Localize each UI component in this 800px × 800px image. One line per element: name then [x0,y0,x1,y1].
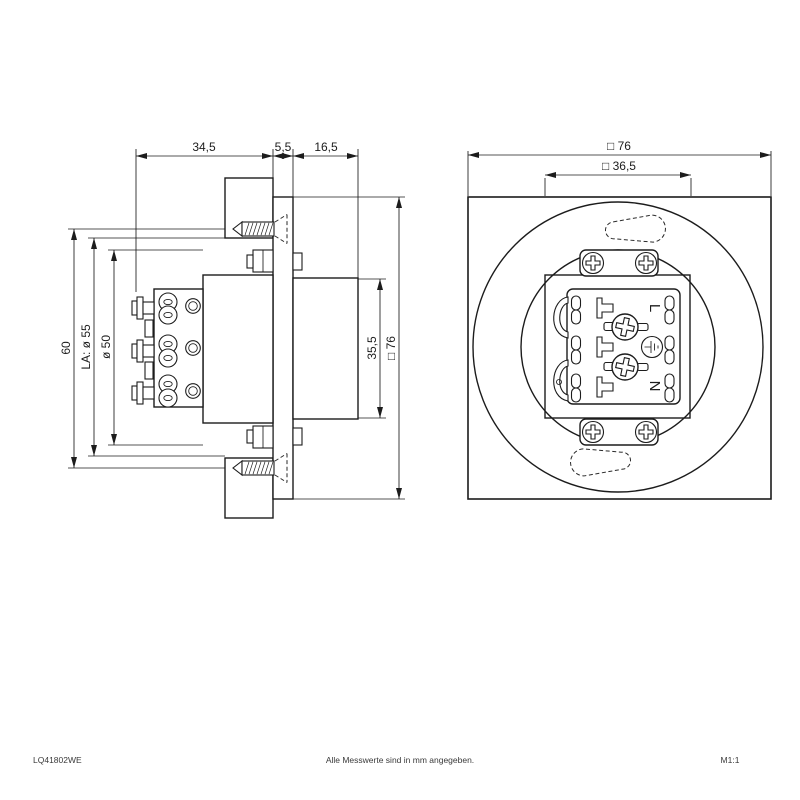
screw-threads [244,222,274,236]
dim-label-recess-diameter: ø 50 [99,335,113,359]
terminal-label-neutral: N [646,381,663,392]
ground-terminal [640,335,664,359]
front-view: L N □ 76 □ 36,5 [467,139,772,500]
terminal-screw-upper [603,313,649,341]
mounting-screw-bottom [232,453,288,483]
dim-label-inner-size: □ 36,5 [602,159,636,173]
release-lever-bottom [553,359,569,402]
dimension-lines-side: 34,5 5,5 16,5 60 LA: ø 55 ø 50 35,5 □ 76 [59,140,405,500]
cover-plate-side [272,196,294,500]
side-view: 34,5 5,5 16,5 60 LA: ø 55 ø 50 35,5 □ 76 [59,140,405,519]
units-note: Alle Messwerte sind in mm angegeben. [326,755,474,765]
dim-label-hole-circle: LA: ø 55 [79,324,93,370]
terminal-block-front: L N [553,288,681,405]
screw-head-hidden [274,214,288,244]
dim-label-front-depth: 16,5 [314,140,338,154]
phillips-screw-icon [638,424,654,440]
mounting-screw-top [232,214,288,244]
dim-label-overall-height: 60 [59,341,73,355]
product-code: LQ41802WE [33,755,82,765]
phillips-screw-icon [585,424,601,440]
dim-label-wall-thickness: 5,5 [275,140,292,154]
earth-icon [644,341,659,353]
terminal-rib-1 [144,319,154,338]
release-lever-top [553,296,569,339]
screw-threads [244,461,274,475]
front-bezel [292,277,359,420]
keyhole-cutout-bottom [570,448,631,477]
wire-clamp-slots-left [570,295,582,403]
housing-body [202,274,274,424]
dim-label-plate-size-side: □ 76 [384,336,398,360]
terminal-screw-1 [131,296,155,320]
dimension-lines-front: □ 76 □ 36,5 [467,139,772,196]
phillips-screw-icon [615,317,635,337]
fixing-holes [185,298,201,399]
fixing-clamp-bottom [246,425,303,449]
fixing-clamp-top [246,249,303,273]
terminal-screw-2 [131,339,155,363]
dim-label-front-height: 35,5 [365,336,379,360]
screw-bracket-bottom [579,418,659,446]
terminal-rib-2 [144,361,154,380]
index-dot [556,379,562,385]
wire-entries [158,292,178,408]
cover-plate-front [467,196,772,500]
dim-label-plate-size-front: □ 76 [607,139,631,153]
phillips-screw-icon [585,255,601,271]
terminal-screw-3 [131,381,155,405]
terminal-label-live: L [646,304,663,312]
screw-bracket-top [579,249,659,277]
phillips-screw-icon [615,357,635,377]
contact-slots [596,297,614,398]
trim-ring-outer [472,201,764,493]
footer: LQ41802WE Alle Messwerte sind in mm ange… [33,755,740,765]
phillips-screw-icon [638,255,654,271]
scale-label: M1:1 [721,755,740,765]
terminal-block-side [131,288,204,408]
terminal-screw-lower [603,353,649,381]
screw-head-hidden [274,453,288,483]
keyhole-cutout-top [605,214,666,243]
wire-clamp-slots-right [664,295,675,403]
dim-label-back-depth: 34,5 [192,140,216,154]
